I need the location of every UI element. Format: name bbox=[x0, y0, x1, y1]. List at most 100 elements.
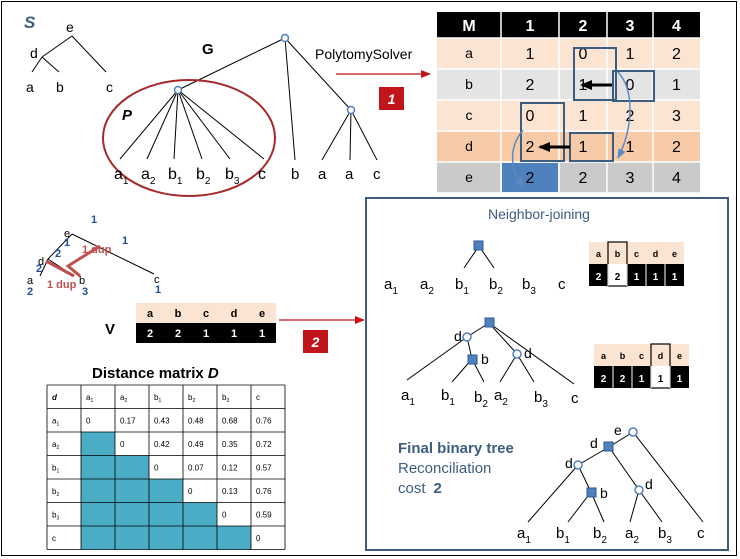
gene-leaf-0: a1 bbox=[114, 166, 129, 187]
nj-b-leaf-3: a2 bbox=[494, 387, 508, 408]
vector-v-value-bg-a bbox=[136, 323, 164, 343]
matrix-m-col-1: 1 bbox=[526, 18, 535, 35]
gene-leaf-1: a2 bbox=[141, 166, 156, 187]
species-leaf-b: b bbox=[56, 79, 64, 95]
final-leaf-5: c bbox=[697, 525, 705, 542]
distance-col-header-1: a2 bbox=[120, 393, 127, 404]
species-node-d: d bbox=[30, 45, 38, 61]
nj-b-node-d2: d bbox=[524, 345, 532, 361]
distance-row-header-1: a2 bbox=[52, 440, 59, 451]
nj-a-vector-header-bg-b bbox=[608, 242, 627, 264]
nj-b-leaf-2: b2 bbox=[474, 389, 488, 410]
matrix-m-row-bg-a bbox=[437, 38, 700, 69]
nj-a-vector-header-bg-c bbox=[627, 242, 646, 264]
distance-cell: 0.49 bbox=[188, 440, 204, 449]
distance-teal-cell bbox=[81, 432, 115, 456]
vector-v-value-bg-e bbox=[248, 323, 276, 343]
annot-count-3: 2 bbox=[55, 248, 61, 260]
distance-teal-cell bbox=[81, 479, 115, 503]
final-node-e: e bbox=[614, 422, 622, 438]
nj-b-vector-header-bg-d bbox=[651, 344, 670, 366]
nj-a-vector-value-bg-b bbox=[608, 264, 627, 286]
distance-teal-cell bbox=[217, 526, 251, 550]
nj-b-vector-header-d: d bbox=[658, 351, 664, 361]
distance-col-header-4: b3 bbox=[222, 393, 229, 404]
nj-b-vector-header-bg-c bbox=[632, 344, 651, 366]
annot-leaf-b: b bbox=[79, 275, 85, 287]
distance-teal-cell bbox=[81, 502, 115, 526]
final-node-b: b bbox=[600, 485, 608, 501]
gene-outside-leaf-0: b bbox=[291, 166, 299, 183]
annotated-tree: e d a b c 1 1 2 2 1 2 3 1 1 dup 1 dup bbox=[27, 214, 161, 298]
matrix-m-corner: M bbox=[462, 18, 475, 35]
final-leaf-3: a2 bbox=[625, 525, 639, 546]
polytomy-label: P bbox=[122, 107, 133, 124]
matrix-m-highlights bbox=[511, 47, 655, 187]
final-title: Final binary tree bbox=[398, 440, 514, 457]
distance-teal-cell bbox=[149, 479, 183, 503]
distance-cell: 0.13 bbox=[222, 487, 238, 496]
vector-v-value-d: 1 bbox=[231, 328, 237, 340]
nj-a-vector-value-d: 1 bbox=[653, 272, 659, 283]
nj-b-vector-value-b: 2 bbox=[620, 374, 626, 385]
distance-col-header-0: a1 bbox=[86, 393, 93, 404]
distance-row-header-4: b3 bbox=[52, 511, 59, 522]
nj-b-dup-node-b bbox=[467, 354, 478, 365]
matrix-m-row-bg-c bbox=[437, 100, 700, 131]
vector-v-header-c: c bbox=[203, 308, 209, 320]
vector-v-value-b: 2 bbox=[175, 328, 181, 340]
distance-cell: 0 bbox=[154, 464, 159, 473]
nj-b-vector-header-e: e bbox=[677, 351, 682, 361]
gene-leaf-2: b1 bbox=[168, 166, 183, 187]
distance-cell: 0.35 bbox=[222, 440, 238, 449]
vector-v-value-bg-b bbox=[164, 323, 192, 343]
gene-outside-leaf-3: c bbox=[373, 166, 381, 183]
dup-label-upper: 1 dup bbox=[82, 244, 112, 256]
species-leaf-a: a bbox=[26, 79, 34, 95]
nj-b-vector-value-bg-a bbox=[594, 366, 613, 388]
dup-label-lower: 1 dup bbox=[47, 279, 77, 291]
vector-v-value-e: 1 bbox=[259, 328, 265, 340]
nj-b-leaf-1: b1 bbox=[441, 387, 455, 408]
final-node-d3: d bbox=[645, 476, 653, 492]
distance-teal-cell bbox=[81, 455, 115, 479]
annot-count-4: 2 bbox=[36, 263, 42, 275]
gene-root-node bbox=[280, 33, 290, 43]
final-leaf-1: b1 bbox=[556, 525, 570, 546]
nj-a-dup-node bbox=[473, 240, 484, 251]
gene-outside-leaf-2: a bbox=[345, 166, 354, 183]
gene-tree-label: G bbox=[202, 41, 214, 58]
matrix-m-cell-d-4: 2 bbox=[672, 139, 681, 156]
step1-number: 1 bbox=[388, 91, 396, 107]
final-leaf-0: a1 bbox=[517, 525, 531, 546]
vector-v-header-bg-e bbox=[248, 303, 276, 323]
matrix-m: M1234a1012b2101c0123d2112e2234 bbox=[437, 12, 700, 194]
nj-b-spec-node-2 bbox=[512, 349, 522, 359]
final-cost-value: 2 bbox=[434, 480, 442, 497]
matrix-m-cell-e-1: 2 bbox=[526, 170, 535, 187]
nj-a-vector-value-bg-d bbox=[646, 264, 665, 286]
nj-b-node-d1: d bbox=[454, 328, 462, 344]
nj-a-leaf-2: b1 bbox=[455, 276, 469, 297]
nj-b-vector-header-bg-a bbox=[594, 344, 613, 366]
distance-teal-cell bbox=[115, 526, 149, 550]
distance-row-header-5: c bbox=[52, 534, 56, 543]
distance-cell: 0.59 bbox=[256, 511, 272, 520]
annot-count-5: 1 bbox=[122, 235, 128, 247]
species-leaf-c: c bbox=[106, 79, 113, 95]
vector-v-label: V bbox=[105, 321, 115, 338]
annot-leaf-a: a bbox=[27, 275, 34, 287]
distance-teal-cell bbox=[115, 455, 149, 479]
nj-a-vector-header-c: c bbox=[634, 249, 639, 259]
nj-a-vector-header-b: b bbox=[615, 249, 621, 259]
nj-b-dup-node-top bbox=[484, 317, 495, 328]
annot-node-d: d bbox=[38, 256, 44, 268]
